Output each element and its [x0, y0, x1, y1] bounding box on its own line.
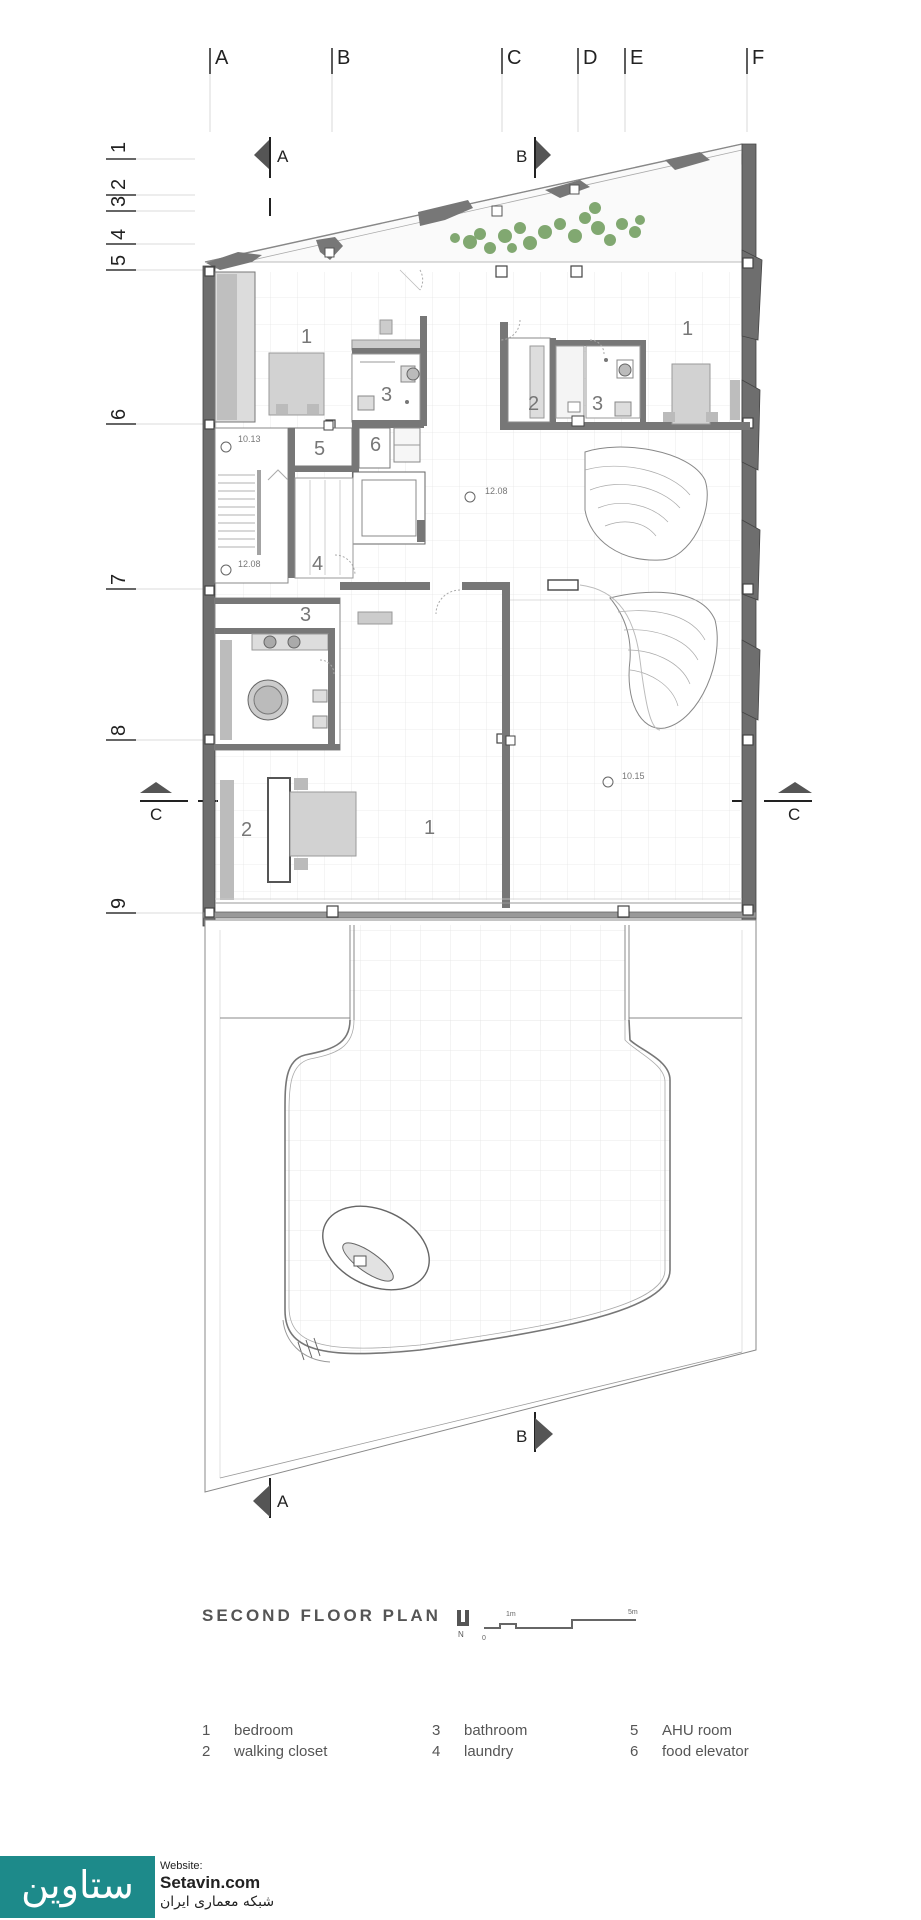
terrace [204, 919, 757, 1493]
grid-col-label: A [215, 47, 229, 69]
legend-number: 2 [202, 1743, 211, 1760]
legend-number: 1 [202, 1722, 211, 1739]
room-number: 3 [300, 604, 311, 626]
room-number: 3 [381, 384, 392, 406]
grid-row-label: 8 [108, 725, 130, 736]
grid-row-label: 6 [108, 409, 130, 420]
level-label: 12.08 [238, 559, 261, 569]
scale-bar: 0 1m 5m [482, 1609, 638, 1642]
site-info: Website: Setavin.com شبکه معماری ایران [160, 1860, 274, 1910]
planter-terrace [204, 143, 753, 271]
spiral-stair [510, 446, 740, 731]
svg-text:C: C [150, 805, 162, 824]
scale-one: 1m [506, 1611, 516, 1618]
grid-col-label: C [507, 47, 521, 69]
legend-number: 4 [432, 1743, 441, 1760]
bath-lower-left [214, 597, 341, 751]
stair-left [214, 427, 295, 584]
plan-title: SECOND FLOOR PLAN [202, 1606, 441, 1625]
legend-item: 5 AHU room [630, 1722, 732, 1739]
room-number: 2 [241, 819, 252, 841]
grid-row-label: 3 [108, 196, 130, 207]
legend-label: AHU room [662, 1722, 733, 1739]
svg-text:A: A [277, 1492, 289, 1511]
website-label: Website: [160, 1860, 203, 1872]
level-label: 10.13 [238, 434, 261, 444]
svg-text:C: C [788, 805, 800, 824]
columns [204, 257, 754, 918]
room-number: 5 [314, 438, 325, 460]
website-subtitle: شبکه معماری ایران [160, 1894, 275, 1910]
legend-item: 4 laundry [432, 1743, 513, 1760]
room-number: 4 [312, 553, 323, 575]
grid-row-label: 2 [108, 179, 130, 190]
legend-item: 3 bathroom [432, 1722, 527, 1739]
legend-item: 1 bedroom [202, 1722, 293, 1739]
bedroom-upper-left [214, 269, 424, 423]
website-url[interactable]: Setavin.com [160, 1873, 261, 1892]
service-core [287, 420, 426, 545]
svg-text:B: B [516, 147, 527, 166]
legend-label: food elevator [662, 1743, 749, 1760]
svg-text:A: A [277, 147, 289, 166]
grid-row-label: 9 [108, 898, 130, 909]
grid-col-label: F [752, 47, 764, 69]
scale-five: 5m [628, 1609, 638, 1616]
north-label: N [458, 1630, 464, 1639]
north-arrow-icon: N [457, 1610, 469, 1639]
exterior-walls [202, 143, 763, 927]
section-mark-a-top: A [254, 137, 289, 216]
bedroom-lower-left [220, 777, 357, 900]
room-number: 6 [370, 434, 381, 456]
legend-label: walking closet [234, 1743, 328, 1760]
level-label: 12.08 [485, 486, 508, 496]
section-mark-a-bottom: A [253, 1440, 289, 1518]
legend-item: 6 food elevator [630, 1743, 749, 1760]
legend-label: bathroom [464, 1722, 528, 1739]
grid-col-label: B [337, 47, 350, 69]
grid-rows [106, 158, 136, 914]
grid-row-label: 7 [108, 574, 130, 585]
room-number: 1 [301, 326, 312, 348]
scale-zero: 0 [482, 1635, 486, 1642]
svg-text:B: B [516, 1427, 527, 1446]
legend-label: laundry [464, 1743, 514, 1760]
legend-number: 3 [432, 1722, 441, 1739]
legend-number: 6 [630, 1743, 639, 1760]
grid-row-label: 1 [108, 142, 130, 153]
grid-row-label: 5 [108, 255, 130, 266]
grid-col-label: D [583, 47, 597, 69]
grid-col-label: E [630, 47, 643, 69]
room-number: 1 [682, 318, 693, 340]
room-number: 3 [592, 393, 603, 415]
bath-upper-left [351, 353, 421, 423]
room-number: 1 [424, 817, 435, 839]
grid-columns [209, 48, 748, 74]
laundry-room [294, 477, 356, 579]
legend-item: 2 walking closet [202, 1743, 327, 1760]
legend-label: bedroom [234, 1722, 294, 1739]
level-label: 10.15 [622, 771, 645, 781]
room-number: 2 [528, 393, 539, 415]
legend-number: 5 [630, 1722, 639, 1739]
setavin-logo: ستاوین [0, 1856, 155, 1918]
bedroom-upper-right [499, 319, 750, 430]
grid-row-label: 4 [108, 229, 130, 240]
